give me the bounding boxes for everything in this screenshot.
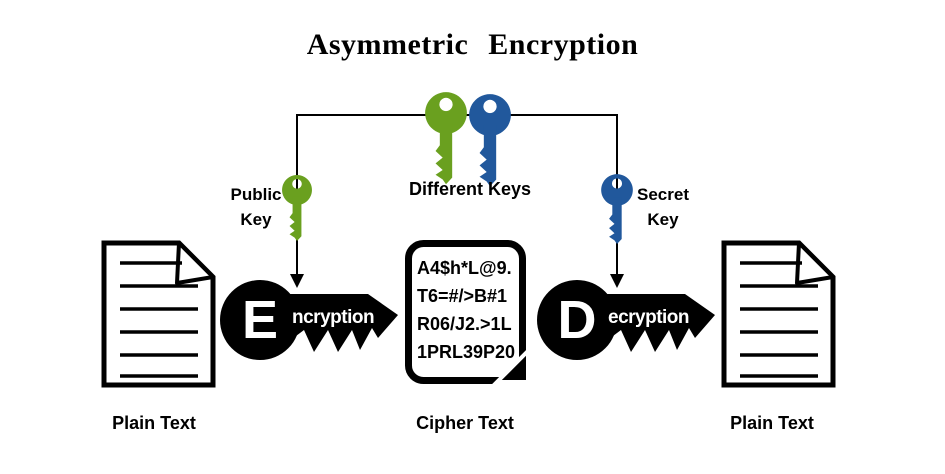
cipher-text-line: T6=#/>B#1 [417,286,508,306]
cipher-text-line: A4$h*L@9. [417,258,512,278]
folded-note-icon [405,240,530,384]
cipher-text-block: A4$h*L@9. T6=#/>B#1 R06/J2.>1L 1PRL39P20 [417,254,515,366]
key-icon-blue [469,94,511,187]
plain-text-caption-left: Plain Text [112,413,196,433]
down-arrow-icon [610,274,624,288]
cipher-text-line: R06/J2.>1L [417,314,512,334]
cipher-text-line: 1PRL39P20 [417,342,516,362]
decryption-word-rest: ecryption [608,307,690,328]
key-icon-green [425,92,467,185]
document-icon-right [721,240,836,388]
encryption-initial-letter: E [241,290,279,350]
decryption-initial-letter: D [557,290,597,350]
public-key-label-line2: Key [240,210,272,229]
public-key-label-line1: Public [230,185,282,204]
secret-key-label: Secret Key [613,182,713,232]
document-icon-left [101,240,216,388]
secret-key-label-line2: Key [647,210,679,229]
encryption-word-rest: ncryption [292,307,375,328]
down-arrow-icon [290,274,304,288]
cipher-text-caption: Cipher Text [416,413,514,433]
diagram-title: Asymmetric Encryption [306,28,639,61]
public-key-label: Public Key [206,182,306,232]
plain-text-caption-right: Plain Text [730,413,814,433]
secret-key-label-line1: Secret [637,185,689,204]
different-keys-label: Different Keys [408,179,532,199]
